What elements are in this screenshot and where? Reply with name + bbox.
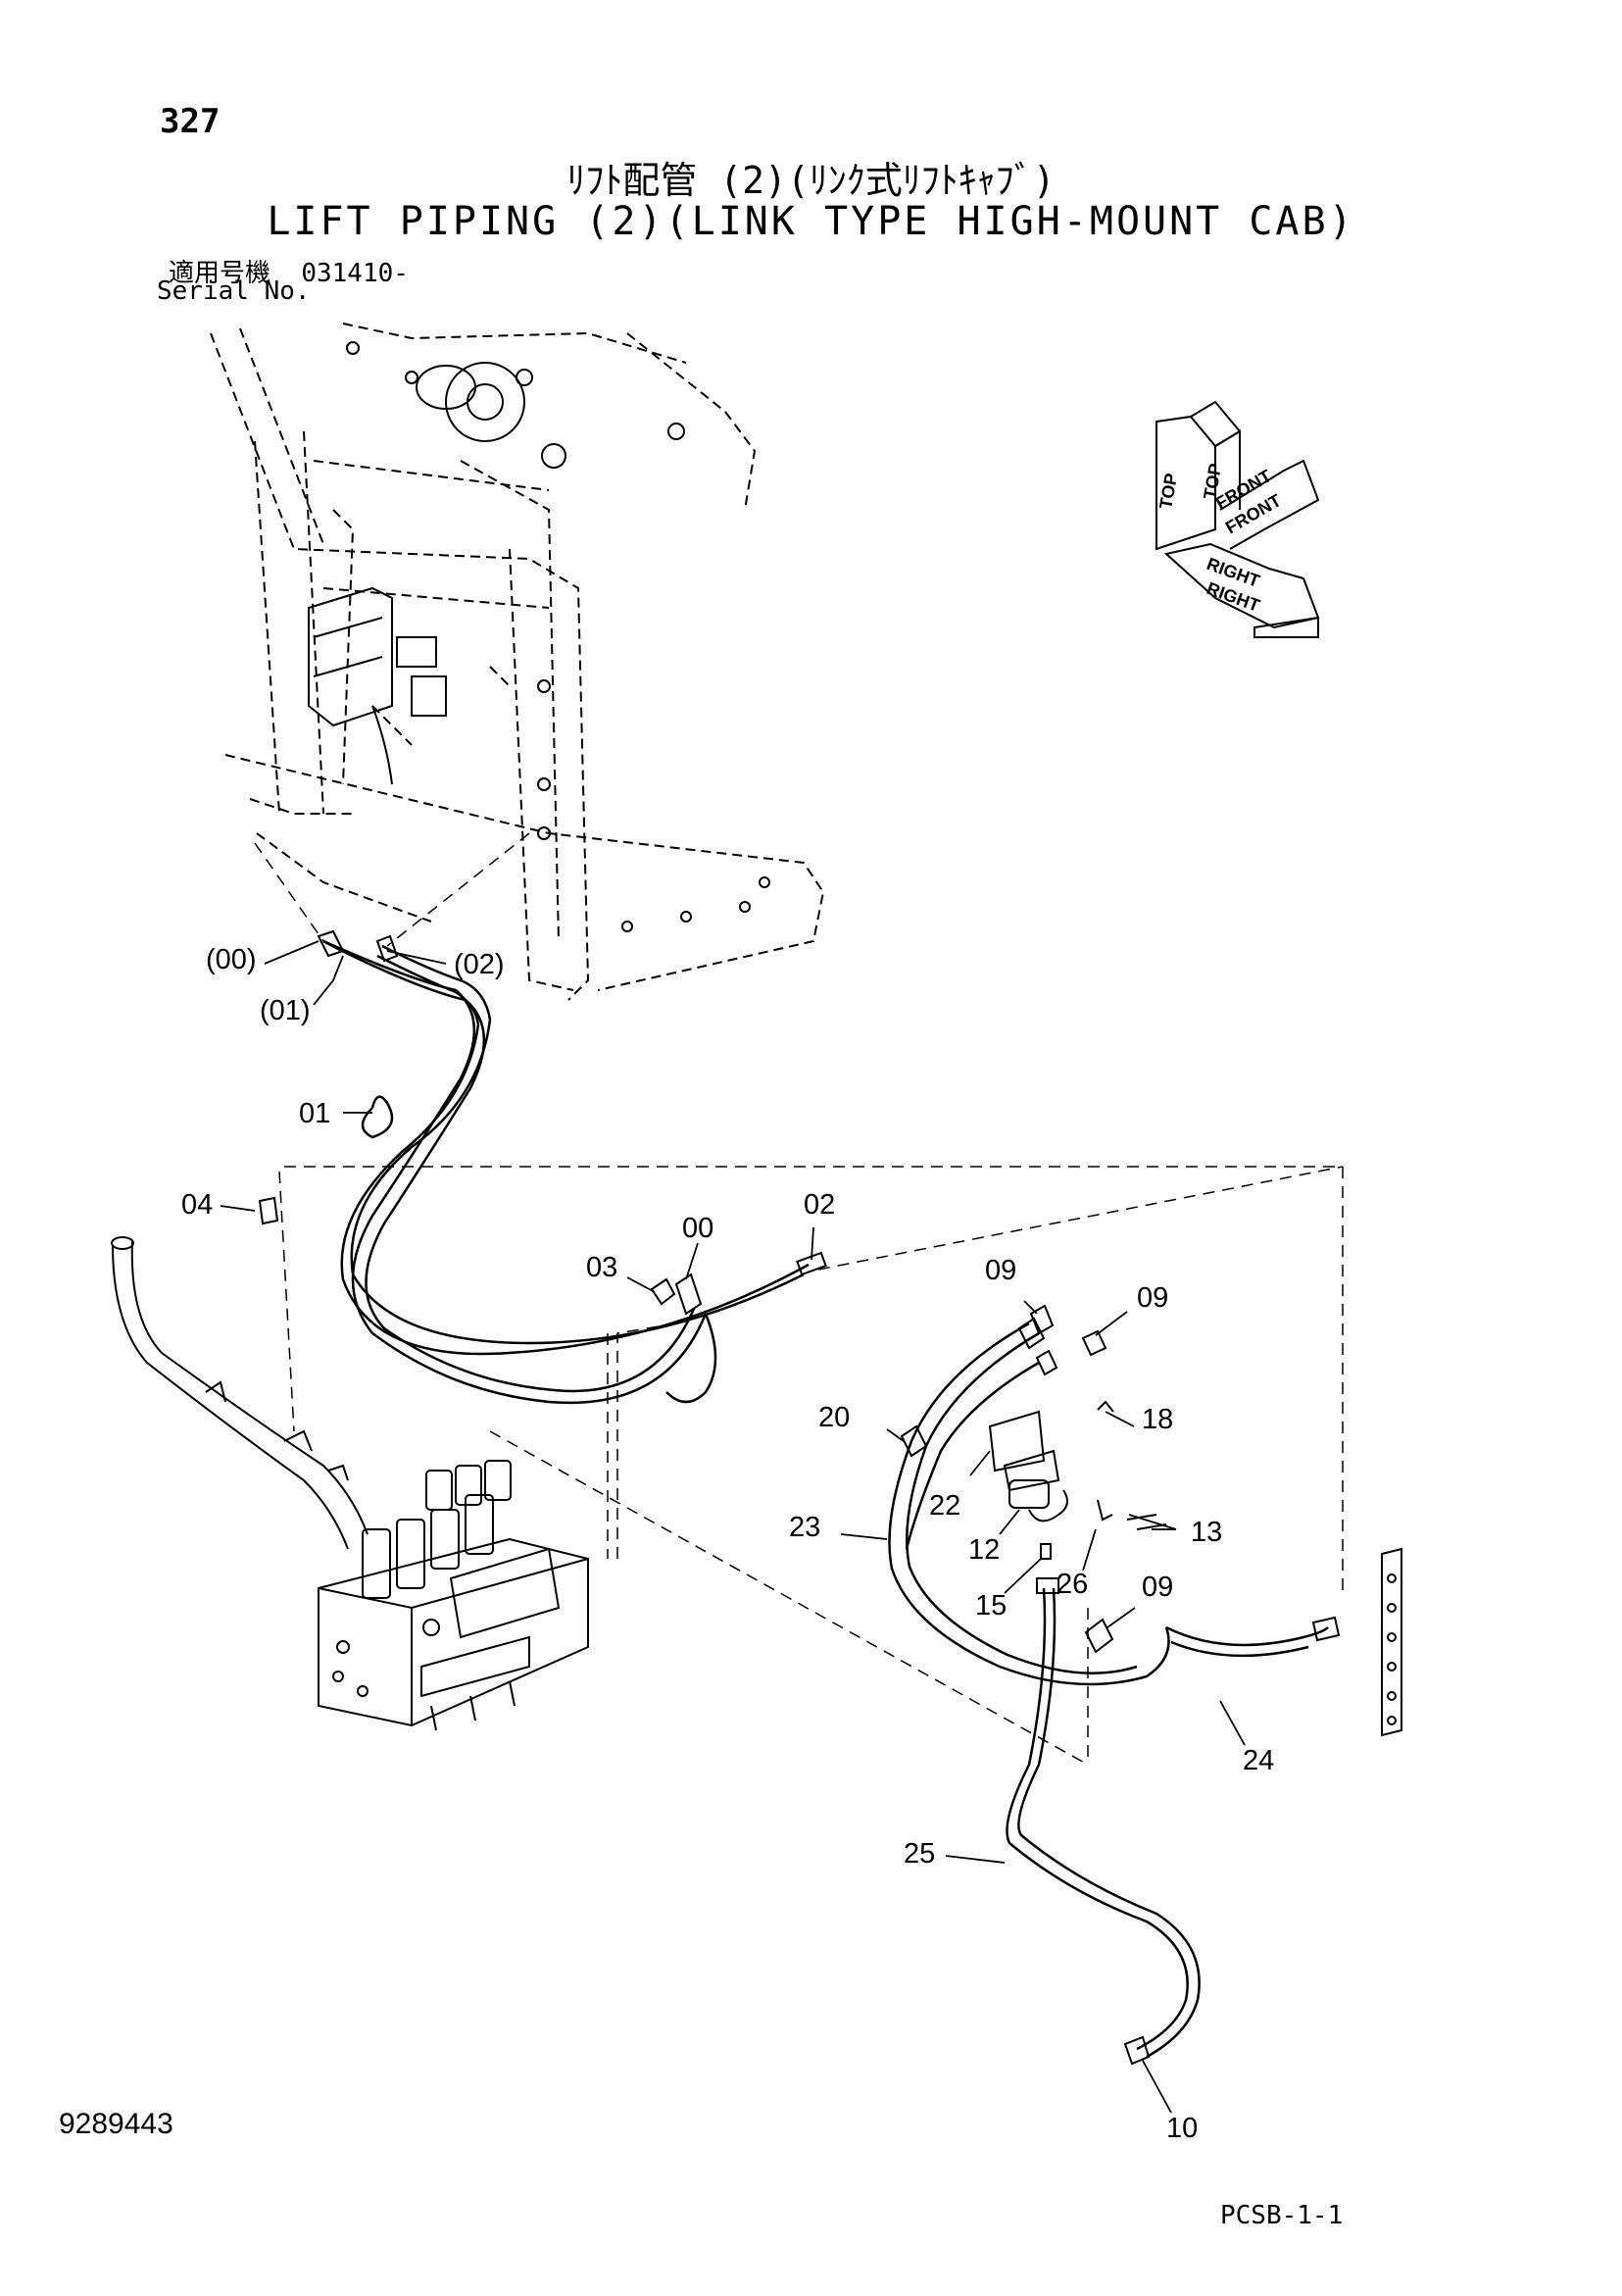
callout-09-upper-right: 09 [1137,1282,1168,1314]
title-japanese: ﾘﾌﾄ配管 (2)(ﾘﾝｸ式ﾘﾌﾄｷｬﾌﾞ) [566,159,1056,202]
hose-assembly-right [888,1322,1329,2059]
hose-fittings-right [900,1304,1341,2066]
callout-18: 18 [1142,1404,1173,1435]
drawing-number: 9289443 [59,2108,173,2140]
callout-26: 26 [1057,1569,1088,1600]
serial-label-jp: 適用号機 [169,259,271,288]
callout-00-bracket: (00) [206,944,257,975]
callout-12: 12 [968,1534,1000,1566]
callout-00: 00 [682,1213,713,1244]
serial-value: 031410- [301,259,409,288]
callout-04: 04 [181,1189,213,1221]
callout-20: 20 [818,1402,850,1433]
callout-23: 23 [789,1512,820,1543]
callout-13: 13 [1191,1517,1222,1548]
cab-frame-solid [308,341,770,932]
callout-02: 02 [804,1189,835,1221]
callout-22: 22 [929,1490,960,1522]
cab-frame-drawing [210,323,825,1001]
return-pipe-drawing [111,1236,369,1550]
callout-24: 24 [1243,1745,1274,1776]
dashed-reference-lines [254,832,1344,1766]
hose-assembly-upper [322,939,810,1405]
serial-label-english: Serial No. [157,276,311,306]
page-number: 327 [160,102,221,141]
callout-01-bracket: (01) [260,995,311,1026]
callout-01: 01 [299,1098,330,1129]
callout-09-top: 09 [985,1255,1016,1286]
callout-25: 25 [904,1838,935,1870]
serial-label-japanese: 適用号機 031410- [169,253,409,289]
callout-02-bracket: (02) [454,949,505,980]
callout-03: 03 [586,1252,617,1283]
callout-labels: (00) (01) (02) 01 04 03 00 02 09 09 20 1… [181,944,1274,2144]
mounting-bracket-drawing [1381,1547,1402,1737]
control-valve-drawing [318,1460,589,1731]
orientation-top-label: TOP [1155,472,1181,511]
sheet-code: PCSB-1-1 [1220,2201,1344,2230]
orientation-indicator: TOP TOP FRONT FRONT RIGHT RIGHT [1155,400,1320,638]
callout-10: 10 [1166,2113,1198,2144]
hose-fittings-upper [258,929,827,1316]
callout-09-lower: 09 [1142,1572,1173,1603]
title-english: LIFT PIPING (2)(LINK TYPE HIGH-MOUNT CAB… [267,199,1355,244]
callout-leaders [220,940,1246,2114]
callout-15: 15 [975,1590,1007,1622]
